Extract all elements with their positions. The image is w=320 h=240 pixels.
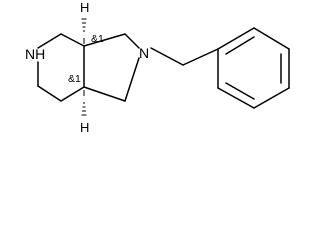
bond-piperidine-lower-right (60, 86, 85, 102)
lower-stereo-label: &1 (68, 73, 81, 85)
bond-piperidine-upper-right (60, 33, 85, 47)
bond-pyrrolidine-bottom (83, 86, 126, 102)
stereo-hash-upper (81, 18, 87, 44)
upper-stereo-label: &1 (91, 33, 104, 45)
stereo-hash-lower (81, 90, 87, 116)
bond-group (37, 27, 290, 109)
piperidine-nitrogen-label: NH (25, 46, 45, 62)
bond-ch2-to-phenyl (182, 48, 219, 66)
bond-benzene-1 (217, 27, 255, 50)
bond-piperidine-lower-left (37, 85, 62, 102)
bond-benzene-4 (253, 87, 290, 109)
bond-benzene-inner-3 (225, 82, 255, 100)
canvas-background (0, 0, 299, 137)
bond-pyrrolidine-top-to-n (124, 33, 140, 49)
bond-nh-ring-top (37, 33, 62, 49)
chemical-structure-diagram: NH N H H &1 &1 (0, 0, 299, 137)
bond-pyrrolidine-n-to-bottom (124, 57, 140, 102)
bond-benzene-5 (217, 87, 255, 109)
bond-pyrrolidine-top (83, 33, 126, 47)
pyrrolidine-nitrogen-label: N (139, 45, 149, 61)
bond-benzene-2 (253, 27, 290, 50)
lower-hydrogen-label: H (80, 120, 89, 135)
upper-hydrogen-label: H (80, 0, 89, 15)
bond-n-to-ch2 (150, 47, 184, 66)
bond-benzene-inner-1 (225, 36, 255, 55)
